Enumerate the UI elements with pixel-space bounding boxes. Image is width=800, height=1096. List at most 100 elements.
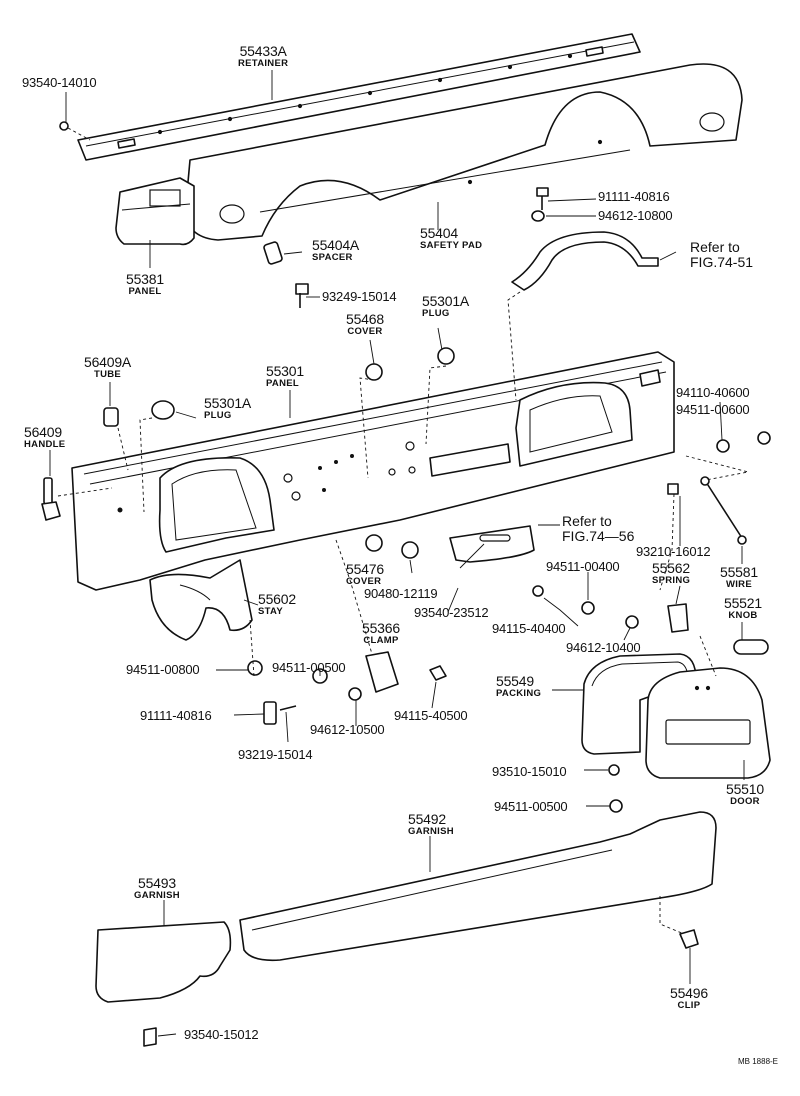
part-name: GARNISH — [134, 890, 180, 901]
part-number: 94511-00500 — [494, 799, 568, 814]
reference-fig-74-56: Refer to FIG.74—56 — [562, 514, 634, 544]
part-number: 55301 — [266, 363, 304, 379]
reference-line-2: FIG.74-51 — [690, 254, 754, 270]
part-number: 55381 — [126, 271, 164, 287]
part-number: 93219-15014 — [238, 747, 313, 762]
part-name: COVER — [346, 576, 382, 587]
part-number: 55366 — [362, 620, 400, 636]
part-number: 94612-10800 — [598, 208, 673, 223]
end-panel — [115, 177, 195, 246]
part-number: 55433A — [239, 43, 287, 59]
part-number: 55301A — [422, 293, 470, 309]
main-panel — [71, 351, 675, 591]
reference-line-2: FIG.74—56 — [562, 528, 635, 544]
callout-garnish-55492: 55492 GARNISH — [408, 812, 454, 837]
callout-cover-55468: 55468 COVER — [346, 312, 384, 337]
part-number: 55549 — [496, 673, 534, 689]
part-name: RETAINER — [238, 58, 289, 69]
part-number: 94511-00600 — [676, 402, 750, 417]
glovebox-door-assembly — [581, 653, 771, 813]
callout-plug-left: 55301A PLUG — [204, 396, 251, 421]
part-number: 56409A — [84, 354, 132, 370]
part-name: PLUG — [204, 410, 232, 421]
part-number: 55562 — [652, 560, 690, 576]
end-garnish — [95, 921, 232, 1003]
part-name: CLIP — [677, 1000, 701, 1011]
part-name: COVER — [347, 326, 383, 337]
part-number: 93540-14010 — [22, 75, 97, 90]
part-number: 94511-00500 — [272, 660, 346, 675]
part-number: 56409 — [24, 424, 62, 440]
callout-panel-55381: 55381 PANEL — [126, 272, 164, 297]
drawing-code: MB 1888-E — [738, 1057, 779, 1066]
part-name: WIRE — [725, 579, 752, 590]
callout-garnish-55493: 55493 GARNISH — [134, 876, 180, 901]
fasteners-left — [41, 347, 455, 559]
lower-garnish — [239, 811, 717, 962]
callout-packing: 55549 PACKING — [496, 674, 541, 699]
part-number: 55493 — [137, 875, 176, 891]
callout-screw-93540-15012: 93540-15012 — [184, 1027, 259, 1042]
callout-plug-top: 55301A PLUG — [422, 294, 469, 319]
callout-handle: 56409 HANDLE — [24, 425, 65, 450]
part-number: 94110-40600 — [676, 385, 750, 400]
callout-screw-93249-15014: 93249-15014 — [322, 290, 397, 303]
hardware-top — [59, 121, 549, 308]
callout-stay: 55602 STAY — [258, 592, 296, 617]
reference-line-1: Refer to — [690, 239, 740, 255]
part-number: 55301A — [204, 395, 252, 411]
part-number: 55468 — [346, 311, 384, 327]
part-name: SAFETY PAD — [420, 240, 483, 251]
part-name: GARNISH — [408, 826, 454, 837]
callout-washer-94511-00500-mid: 94511-00500 — [272, 660, 346, 675]
part-number: 94612-10400 — [566, 640, 641, 655]
part-number: 91111-40816 — [140, 708, 212, 723]
callout-retainer: 55433A RETAINER — [238, 44, 288, 69]
part-name: PACKING — [496, 688, 542, 699]
callout-panel-55301: 55301 PANEL — [266, 364, 304, 389]
part-name: SPACER — [312, 252, 353, 263]
callout-screw-93540-14010: 93540-14010 — [22, 75, 97, 90]
callout-washer-94612-10400: 94612-10400 — [566, 640, 641, 655]
reference-fig-74-51: Refer to FIG.74-51 — [690, 240, 753, 270]
part-number: 55496 — [670, 985, 708, 1001]
callout-clamp: 55366 CLAMP — [362, 621, 400, 646]
part-name: STAY — [258, 606, 283, 617]
tray-unit — [449, 525, 535, 563]
callout-knob: 55521 KNOB — [724, 596, 762, 621]
callout-nut-94115-40400: 94115-40400 — [492, 621, 566, 636]
part-number: 55476 — [346, 561, 384, 577]
part-number: 90480-12119 — [364, 586, 438, 601]
part-number: 94115-40400 — [492, 621, 566, 636]
callout-bolt-91111-40816-bottom: 91111-40816 — [140, 709, 212, 722]
part-name: KNOB — [728, 610, 758, 621]
fasteners-right — [532, 431, 771, 655]
part-number: 93540-15012 — [184, 1027, 259, 1042]
callout-spring: 55562 SPRING — [652, 561, 690, 586]
callout-nut-94115-40500: 94115-40500 — [394, 708, 468, 723]
part-number: 91111-40816 — [598, 189, 670, 204]
callout-bolt-93210-16012: 93210-16012 — [636, 545, 711, 558]
callout-clip-55496: 55496 CLIP — [670, 986, 708, 1011]
part-number: 55510 — [726, 781, 764, 797]
callout-washer-94511-00600: 94511-00600 — [676, 402, 750, 417]
callout-washer-94511-00500-low: 94511-00500 — [494, 799, 568, 814]
callout-screw-93219-15014: 93219-15014 — [238, 747, 313, 762]
spacer — [263, 241, 283, 265]
callout-screw-93510-15010: 93510-15010 — [492, 764, 567, 779]
callout-wire: 55581 WIRE — [720, 565, 758, 590]
part-number: 94511-00400 — [546, 559, 620, 574]
part-name: TUBE — [94, 369, 122, 380]
callout-washer-94511-00800: 94511-00800 — [126, 663, 200, 676]
safety-pad — [184, 63, 743, 241]
part-name: SPRING — [652, 575, 691, 586]
part-number: 55602 — [258, 591, 296, 607]
stay — [149, 559, 253, 641]
retainer-strip — [77, 33, 641, 161]
part-number: 93510-15010 — [492, 764, 567, 779]
callout-screw-93540-23512: 93540-23512 — [414, 605, 489, 620]
part-number: 93540-23512 — [414, 605, 489, 620]
callout-washer-94612-10500: 94612-10500 — [310, 723, 385, 736]
part-number: 94115-40500 — [394, 708, 468, 723]
